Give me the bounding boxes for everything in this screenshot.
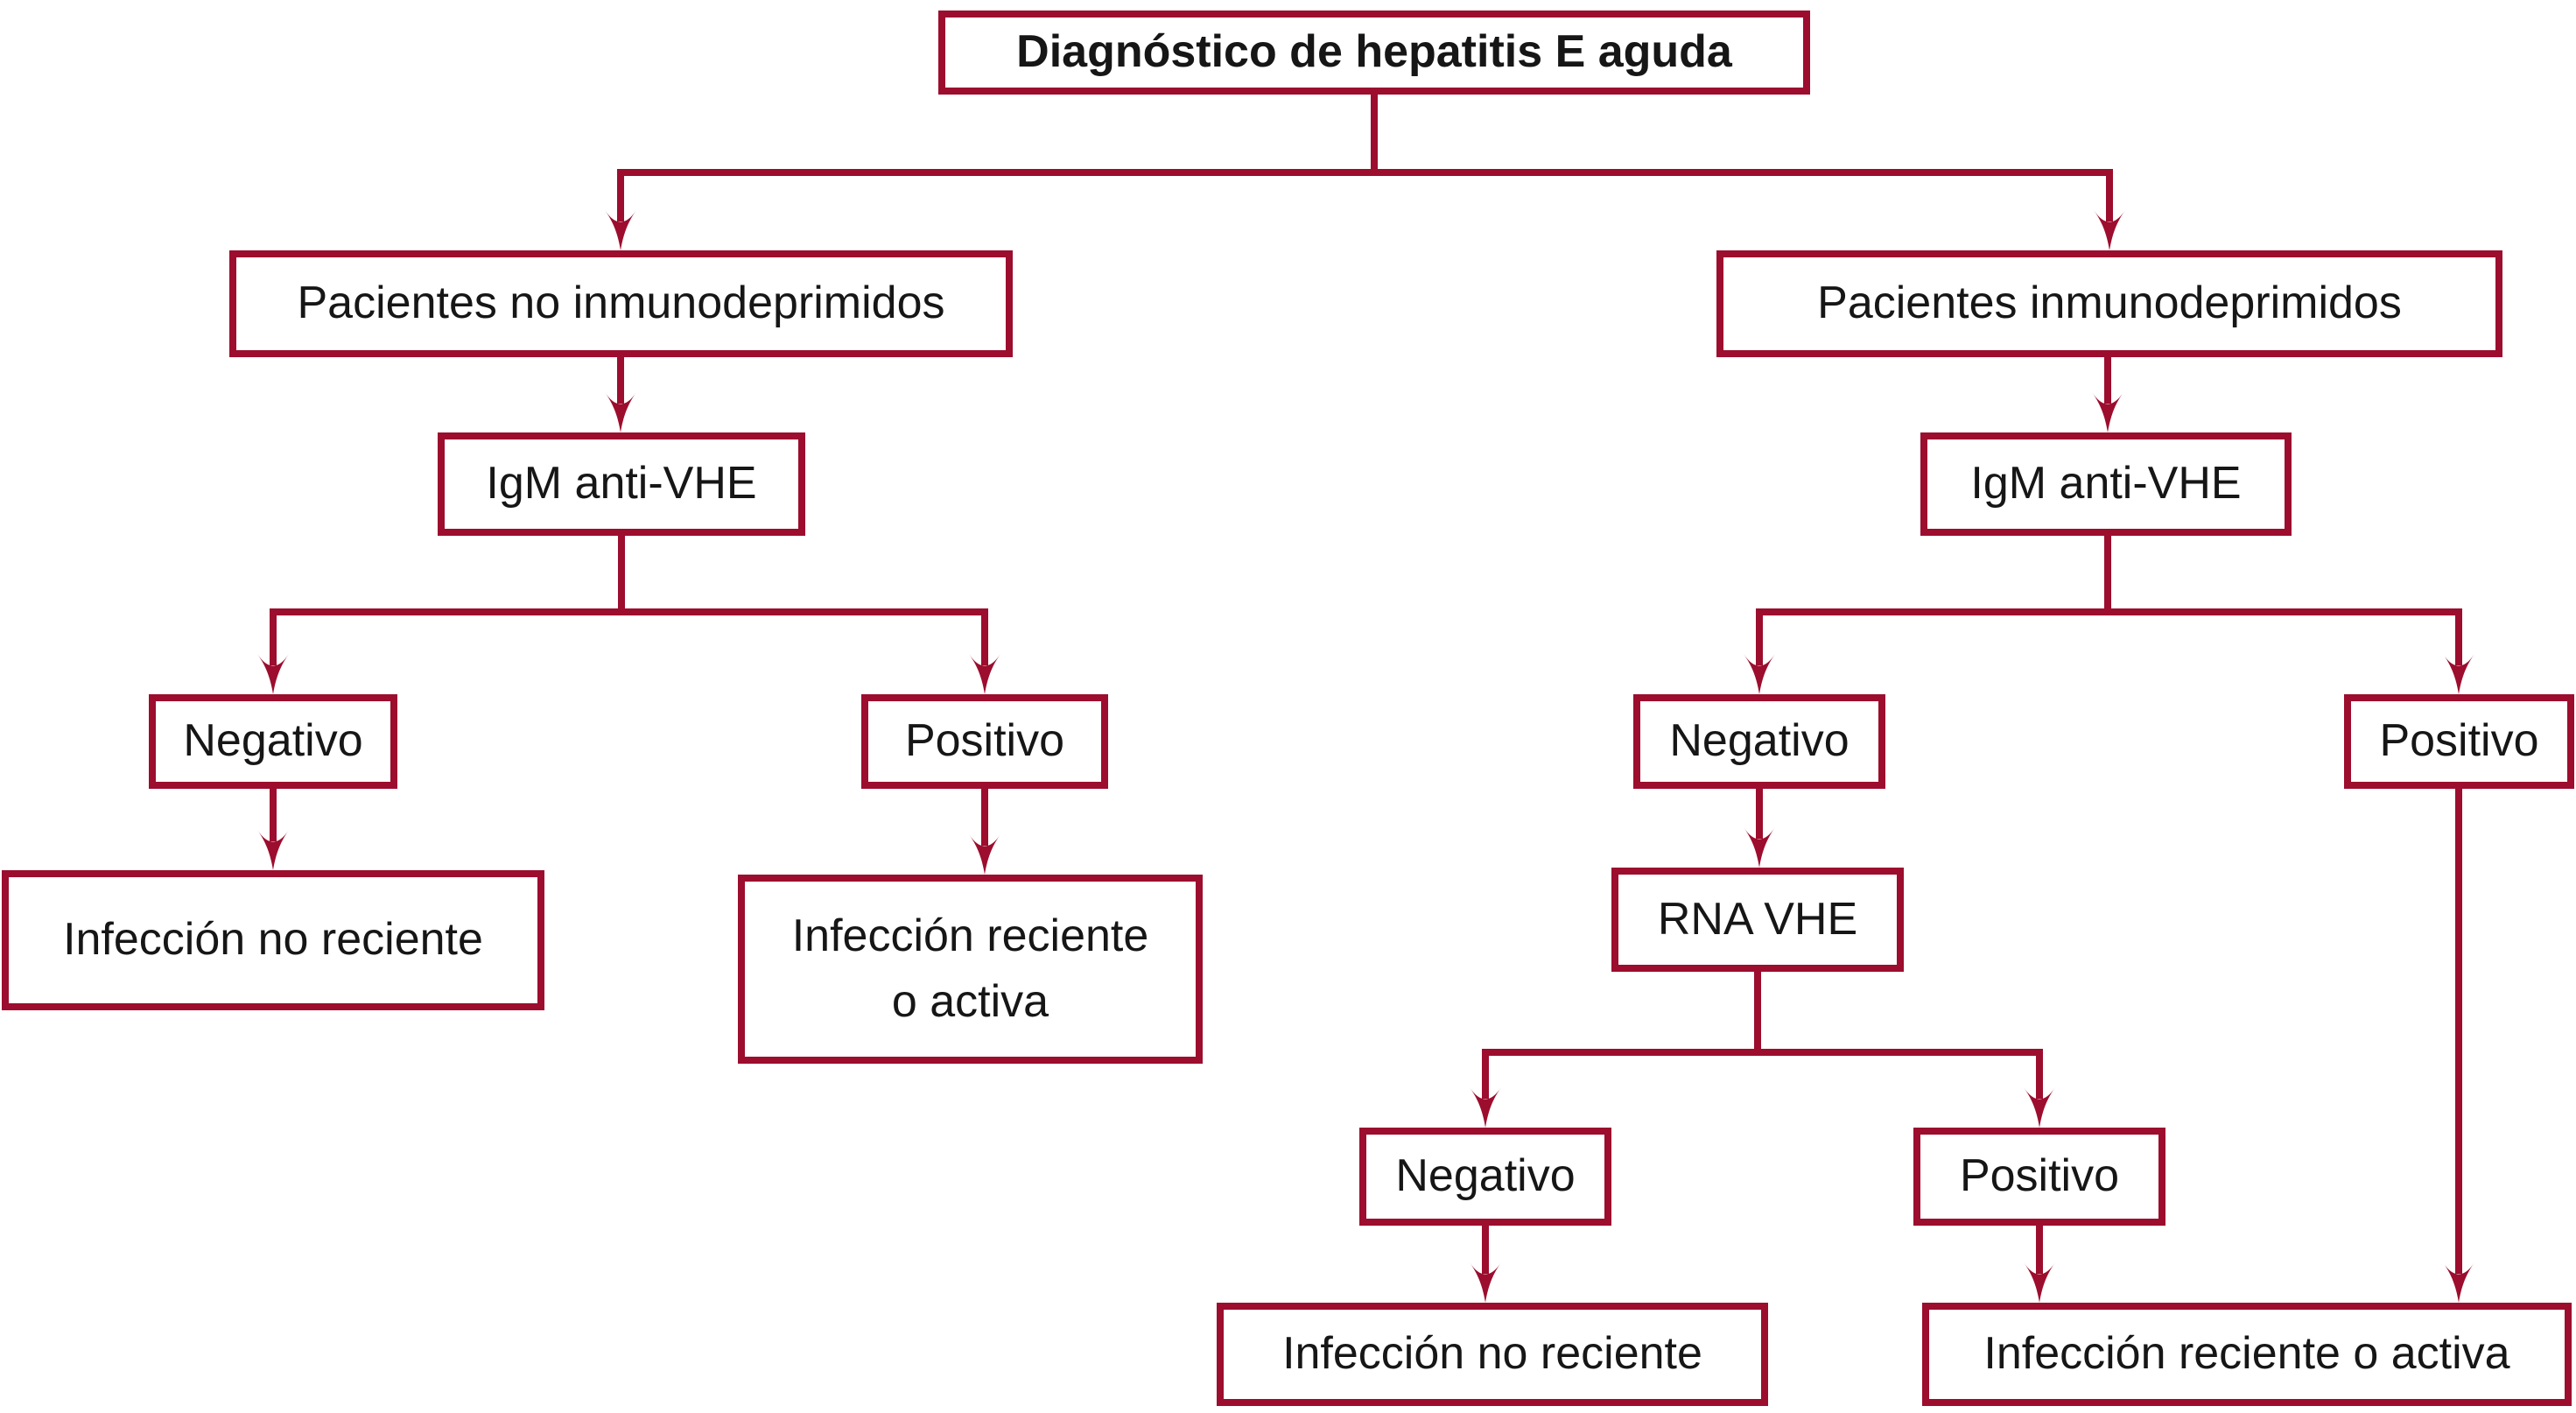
node-title: Diagnóstico de hepatitis E aguda: [938, 11, 1810, 95]
node-infeccion-no-reciente-right: Infección no reciente: [1217, 1303, 1768, 1406]
node-positivo-rna: Positivo: [1913, 1128, 2165, 1226]
node-igm-right: IgM anti-VHE: [1920, 432, 2292, 536]
connector-igm-left-split: [257, 532, 1000, 694]
node-positivo-left: Positivo: [861, 694, 1108, 789]
connector-positivo-rna-to-outcome: [2024, 1222, 2055, 1303]
connector-negativo-right-to-rna: [1744, 784, 1775, 868]
node-rna-vhe: RNA VHE: [1611, 868, 1904, 972]
node-negativo-left: Negativo: [149, 694, 397, 789]
connector-patients-right-to-igm: [2092, 354, 2123, 432]
connector-negativo-left-to-outcome: [257, 784, 289, 870]
node-positivo-right: Positivo: [2344, 694, 2574, 789]
connector-igm-right-split: [1744, 532, 2474, 694]
connector-positivo-left-to-outcome: [969, 784, 1000, 875]
connector-positivo-right-to-final: [2443, 784, 2474, 1303]
node-infeccion-reciente-o-activa-right: Infección reciente o activa: [1922, 1303, 2572, 1406]
connector-title-to-patients: [605, 91, 2125, 250]
node-infeccion-no-reciente-left: Infección no reciente: [2, 870, 544, 1010]
node-igm-left: IgM anti-VHE: [438, 432, 805, 536]
node-infeccion-reciente-o-activa-left: Infección reciente o activa: [738, 875, 1203, 1064]
connector-patients-left-to-igm: [605, 354, 636, 432]
node-patients-immuno: Pacientes inmunodeprimidos: [1716, 250, 2502, 357]
node-patients-non-immuno: Pacientes no inmunodeprimidos: [229, 250, 1013, 357]
node-negativo-rna: Negativo: [1359, 1128, 1611, 1226]
connector-rna-split: [1470, 968, 2055, 1128]
connector-negativo-rna-to-outcome: [1470, 1222, 1501, 1303]
node-negativo-right: Negativo: [1633, 694, 1885, 789]
